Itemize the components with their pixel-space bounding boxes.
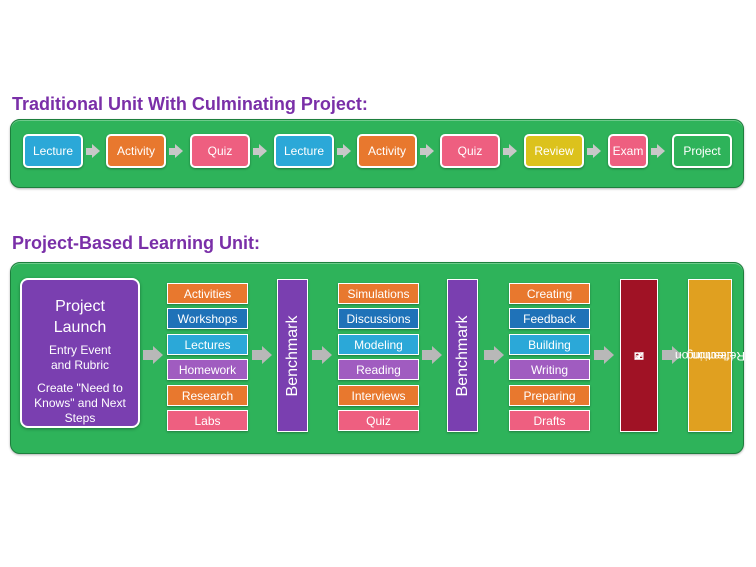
benchmark-bar-1: Benchmark xyxy=(277,279,308,432)
pbl-group3-item: Preparing xyxy=(509,385,590,406)
pbl-group1-item: Research xyxy=(167,385,248,406)
launch-entry-line2: and Rubric xyxy=(50,358,110,372)
pbl-group2-item: Interviews xyxy=(338,385,419,406)
traditional-step-3: Quiz xyxy=(190,134,250,168)
launch-create-line2: Knows" and Next xyxy=(34,396,126,410)
pbl-group3-item: Building xyxy=(509,334,590,355)
pbl-group2-item: Reading xyxy=(338,359,419,380)
benchmark-bar-2: Benchmark xyxy=(447,279,478,432)
reflection-line2: Learning xyxy=(686,348,734,363)
pbl-group2-item: Quiz xyxy=(338,410,419,431)
launch-create-line3: Steps xyxy=(64,411,96,425)
traditional-step-4: Lecture xyxy=(274,134,334,168)
traditional-step-2: Activity xyxy=(106,134,166,168)
traditional-step-5: Activity xyxy=(357,134,417,168)
benchmark-label-1: Benchmark xyxy=(283,315,301,396)
pbl-group1-item: Labs xyxy=(167,410,248,431)
traditional-step-9: Project xyxy=(672,134,732,168)
traditional-step-6: Quiz xyxy=(440,134,500,168)
launch-create-line1: Create "Need to xyxy=(37,381,123,395)
pbl-unit-heading: Project-Based Learning Unit: xyxy=(12,233,261,253)
traditional-unit-heading: Traditional Unit With Culminating Projec… xyxy=(12,94,368,114)
pbl-group1-item: Activities xyxy=(167,283,248,304)
pbl-group1-item: Workshops xyxy=(167,308,248,329)
present-letter: T xyxy=(631,351,647,360)
traditional-step-7: Review xyxy=(524,134,584,168)
pbl-group2-item: Discussions xyxy=(338,308,419,329)
pbl-group2-item: Simulations xyxy=(338,283,419,304)
benchmark-label-2: Benchmark xyxy=(453,315,471,396)
traditional-step-1: Lecture xyxy=(23,134,83,168)
traditional-step-8: Exam xyxy=(608,134,648,168)
pbl-group3-item: Drafts xyxy=(509,410,590,431)
launch-title-line2: Launch xyxy=(53,319,107,336)
pbl-group3-item: Feedback xyxy=(509,308,590,329)
launch-entry-line1: Entry Event xyxy=(48,343,112,357)
pbl-group3-item: Creating xyxy=(509,283,590,304)
pbl-group3-item: Writing xyxy=(509,359,590,380)
pbl-group1-item: Lectures xyxy=(167,334,248,355)
launch-title-line1: Project xyxy=(55,298,105,315)
pbl-group2-item: Modeling xyxy=(338,334,419,355)
pbl-group1-item: Homework xyxy=(167,359,248,380)
